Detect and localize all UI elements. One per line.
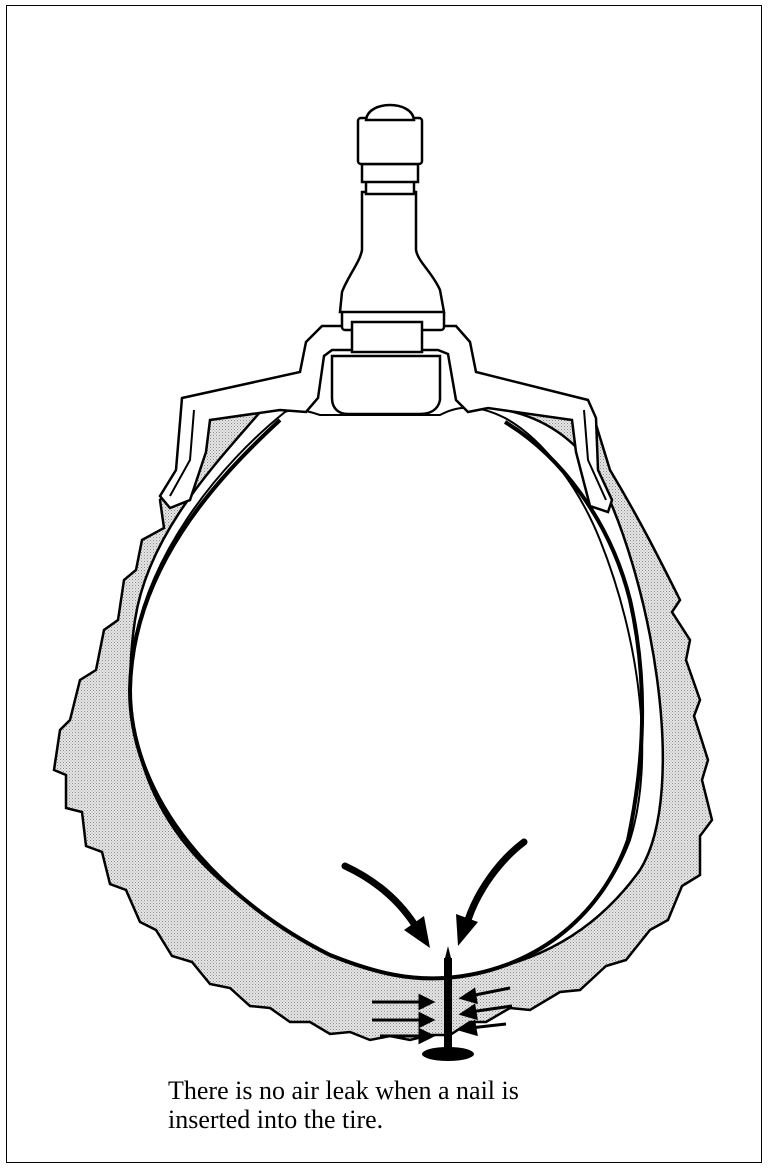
caption-line-1: There is no air leak when a nail is [168, 1076, 688, 1105]
valve-stem-icon [332, 105, 444, 414]
caption-line-2: inserted into the tire. [168, 1105, 688, 1134]
figure-caption: There is no air leak when a nail is inse… [168, 1076, 688, 1134]
